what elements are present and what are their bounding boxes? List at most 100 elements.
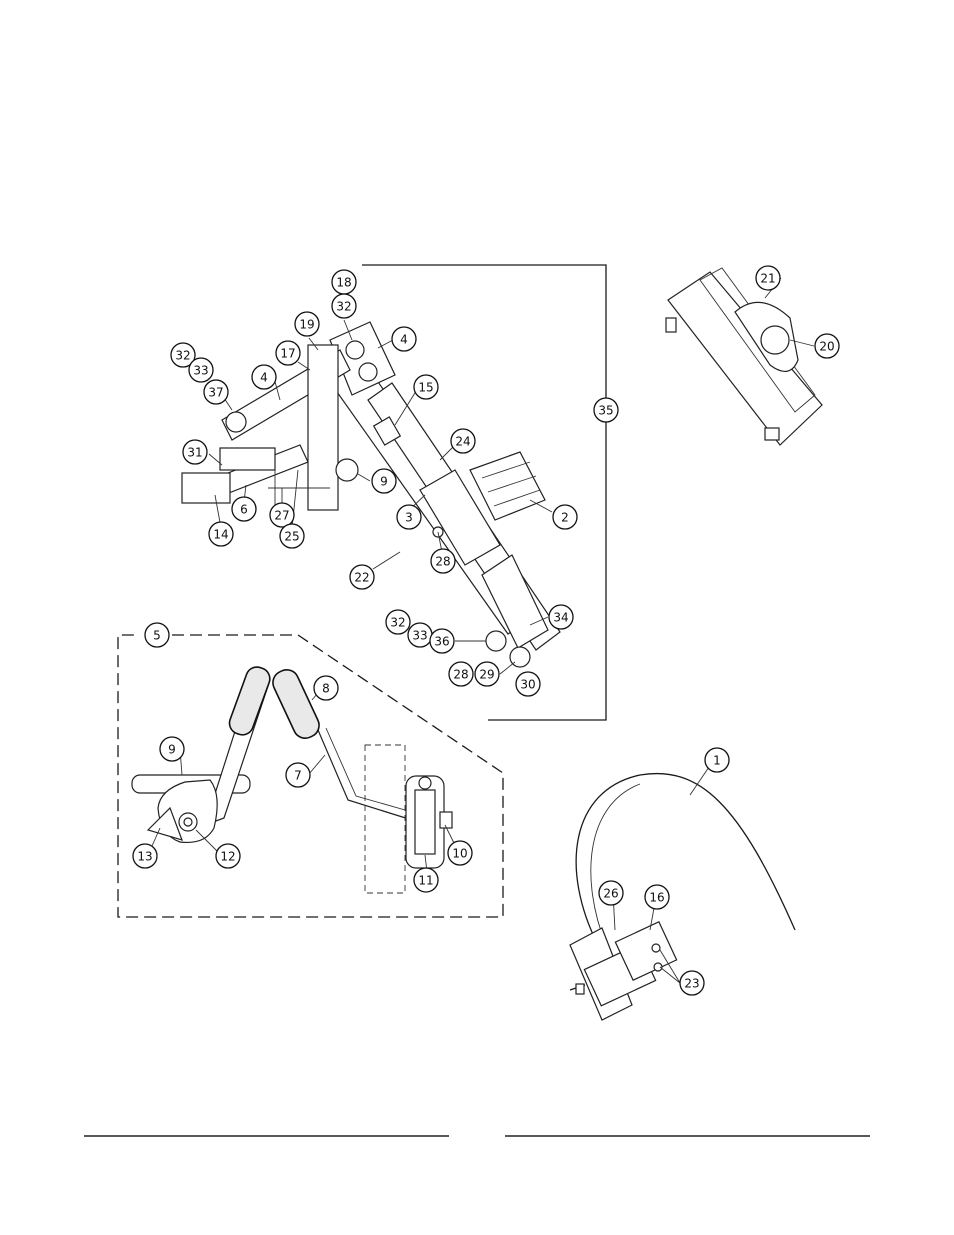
callout-circle: [413, 867, 439, 893]
callout-number: 29: [479, 668, 494, 682]
callout-circle: [203, 379, 229, 405]
part-callout-34: 34: [548, 604, 574, 630]
callout-circle: [548, 604, 574, 630]
callout-number: 9: [380, 475, 388, 489]
callout-circle: [474, 661, 500, 687]
part-callout-37: 37: [203, 379, 229, 405]
callout-number: 28: [453, 668, 468, 682]
main-assembly-view: [181, 321, 561, 668]
callout-circle: [396, 504, 422, 530]
callout-number: 19: [299, 318, 314, 332]
part-callout-2: 2: [552, 504, 578, 530]
callout-circle: [349, 564, 375, 590]
part-callout-6: 6: [231, 496, 257, 522]
part-callout-29: 29: [474, 661, 500, 687]
part-callout-4: 4: [251, 364, 277, 390]
callout-number: 1: [713, 754, 721, 768]
callout-number: 6: [240, 503, 248, 517]
part-callout-9: 9: [159, 736, 185, 762]
callout-number: 11: [418, 874, 433, 888]
callout-circle: [447, 840, 473, 866]
callout-number: 33: [412, 629, 427, 643]
callout-number: 25: [284, 530, 299, 544]
callout-circle: [251, 364, 277, 390]
lever-side-view: [131, 666, 271, 844]
callout-circle: [413, 374, 439, 400]
callout-circle: [552, 504, 578, 530]
callout-circle: [285, 762, 311, 788]
callout-number: 18: [336, 276, 351, 290]
callout-number: 32: [390, 616, 405, 630]
callout-circle: [430, 548, 456, 574]
callout-number: 10: [452, 847, 467, 861]
callout-circle: [391, 326, 417, 352]
callout-circle: [159, 736, 185, 762]
part-callout-28: 28: [430, 548, 456, 574]
part-callout-16: 16: [644, 884, 670, 910]
callout-circle: [515, 671, 541, 697]
callout-circle: [814, 333, 840, 359]
callout-number: 2: [561, 511, 569, 525]
callout-number: 27: [274, 509, 289, 523]
callout-number: 33: [193, 364, 208, 378]
detail-view-5-boundary: [117, 634, 504, 918]
callout-number: 20: [819, 340, 834, 354]
callout-number: 14: [213, 528, 228, 542]
part-callout-20: 20: [814, 333, 840, 359]
callout-number: 36: [434, 635, 449, 649]
callout-circle: [450, 428, 476, 454]
callout-number: 15: [418, 381, 433, 395]
callout-circle: [269, 502, 295, 528]
part-callout-32: 32: [385, 609, 411, 635]
part-callout-13: 13: [132, 843, 158, 869]
part-callout-33: 33: [188, 357, 214, 383]
part-callout-9: 9: [371, 468, 397, 494]
callout-number: 28: [435, 555, 450, 569]
part-callout-3: 3: [396, 504, 422, 530]
part-callout-17: 17: [275, 340, 301, 366]
callout-circle: [598, 880, 624, 906]
callout-number: 3: [405, 511, 413, 525]
callout-number: 22: [354, 571, 369, 585]
part-callout-24: 24: [450, 428, 476, 454]
callout-number: 37: [208, 386, 223, 400]
callout-number: 8: [322, 682, 330, 696]
callout-number: 9: [168, 743, 176, 757]
callout-circle: [279, 523, 305, 549]
part-callout-23: 23: [679, 970, 705, 996]
callout-number: 35: [598, 404, 613, 418]
part-callout-30: 30: [515, 671, 541, 697]
part-callout-35: 35: [593, 397, 619, 423]
part-callout-28: 28: [448, 661, 474, 687]
callout-number: 5: [153, 629, 161, 643]
part-callout-33: 33: [407, 622, 433, 648]
callout-circle: [215, 843, 241, 869]
callout-circle: [182, 439, 208, 465]
callout-circle: [644, 884, 670, 910]
callout-circle: [231, 496, 257, 522]
part-callout-12: 12: [215, 843, 241, 869]
callout-circle: [275, 340, 301, 366]
callout-number: 13: [137, 850, 152, 864]
part-callout-5: 5: [144, 622, 170, 648]
part-callout-31: 31: [182, 439, 208, 465]
callout-number: 23: [684, 977, 699, 991]
callout-circle: [704, 747, 730, 773]
leader-lines: [151, 277, 815, 984]
callout-circle: [208, 521, 234, 547]
callout-number: 24: [455, 435, 470, 449]
part-callout-15: 15: [413, 374, 439, 400]
callout-circle: [331, 293, 357, 319]
callout-number: 34: [553, 611, 568, 625]
callout-circle: [188, 357, 214, 383]
detail-view-1-16-23-26: [569, 773, 796, 1021]
part-callout-11: 11: [413, 867, 439, 893]
part-callout-1: 1: [704, 747, 730, 773]
callout-circle: [144, 622, 170, 648]
callout-circle: [448, 661, 474, 687]
callout-circle: [755, 265, 781, 291]
callout-number: 30: [520, 678, 535, 692]
part-callout-10: 10: [447, 840, 473, 866]
